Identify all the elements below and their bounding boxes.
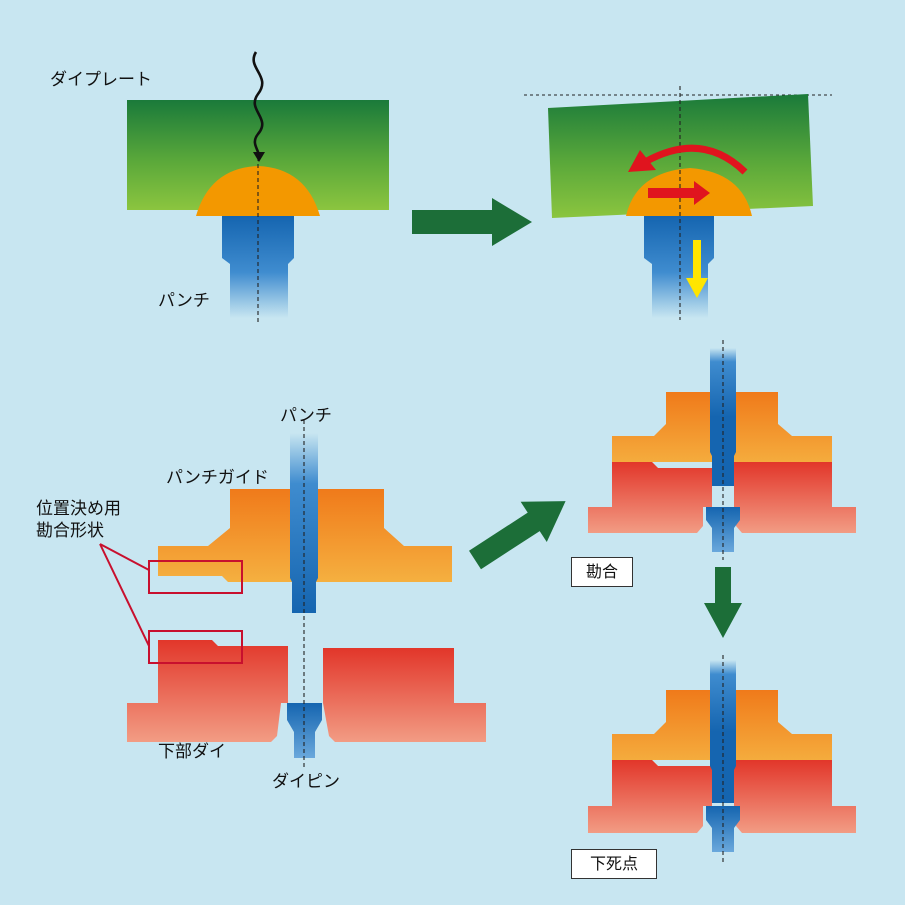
panel-before-tilt	[127, 51, 389, 322]
lower-die-right	[323, 648, 486, 742]
fit-highlight-upper	[148, 560, 243, 594]
panel-after-tilt	[524, 86, 832, 320]
punch-guide-label: パンチガイド	[166, 468, 269, 488]
callout-lines	[99, 543, 150, 647]
punch-label-bottom: パンチ	[280, 406, 332, 426]
die-pin-label: ダイピン	[272, 772, 340, 792]
panel-fit	[588, 340, 856, 560]
lower-die-right	[734, 760, 856, 833]
vibration-arrowhead-icon	[253, 152, 265, 162]
flow-arrow-diagonal-icon	[469, 501, 566, 570]
punch-upper	[222, 216, 294, 318]
fit-state-label: 勘合	[571, 557, 633, 587]
press-arrow-icon	[686, 240, 708, 298]
punch-upper	[644, 216, 714, 318]
fit-highlight-lower	[148, 630, 243, 664]
lower-die-left	[588, 760, 712, 833]
lower-die-left	[588, 462, 712, 533]
punch	[290, 433, 318, 613]
dome-insert	[196, 166, 320, 216]
lower-die-left	[127, 640, 288, 742]
flow-arrow-right-icon	[412, 198, 532, 246]
flow-arrow-down-icon	[704, 567, 742, 638]
panel-bottom-dead-center	[588, 655, 856, 862]
bottom-dead-center-label: 下死点	[571, 849, 657, 879]
rotation-arrow-icon	[643, 144, 748, 175]
positioning-fit-label-line1: 位置決め用	[36, 499, 121, 519]
vibration-icon	[252, 51, 264, 159]
lower-die-right	[734, 462, 856, 533]
die-plate-label: ダイプレート	[50, 70, 152, 90]
die-pin	[706, 806, 740, 852]
positioning-fit-label-line2: 勘合形状	[36, 521, 104, 541]
shift-arrow-icon	[648, 181, 710, 205]
panel-exploded	[99, 420, 486, 770]
punch-label-top: パンチ	[158, 291, 210, 311]
rotation-arrowhead-icon	[628, 150, 656, 172]
punch	[710, 660, 736, 803]
lower-die-label: 下部ダイ	[158, 742, 226, 762]
